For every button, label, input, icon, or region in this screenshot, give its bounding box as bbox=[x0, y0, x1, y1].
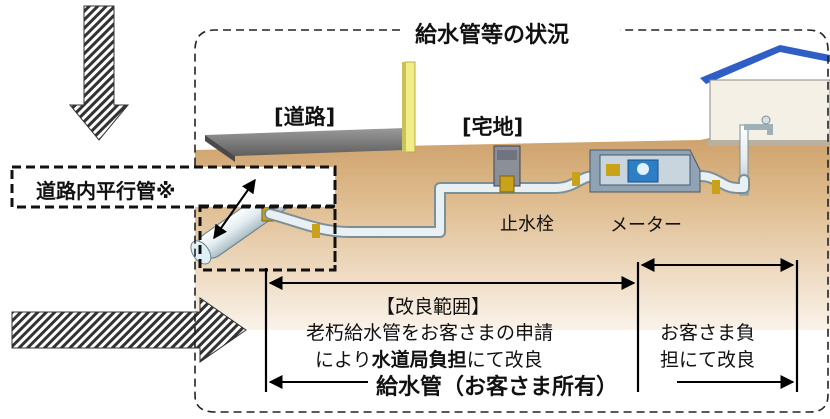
pipe-joint bbox=[572, 172, 580, 186]
road-edge bbox=[205, 135, 235, 162]
improvement-range-title: 【改良範囲】 bbox=[376, 296, 491, 318]
dashed-area-boundary bbox=[194, 29, 829, 413]
parallel-pipe-box bbox=[198, 204, 337, 272]
improvement-line2-bold: 水道局負担 bbox=[371, 349, 467, 371]
ownership-label: 給水管（お客さま所有） bbox=[376, 375, 619, 400]
improvement-range-line1: 老朽給水管をお客さまの申請 bbox=[306, 322, 554, 344]
house-roof bbox=[700, 45, 830, 84]
customer-burden-line2: 担にて改良 bbox=[660, 349, 756, 371]
right-hatched-arrow bbox=[11, 297, 247, 363]
meter-box-icon bbox=[589, 149, 701, 193]
road-surface bbox=[205, 128, 405, 156]
parallel-pipe-label: 道路内平行管※ bbox=[36, 179, 176, 203]
improvement-line2-pre: により bbox=[315, 349, 372, 371]
pipe-diameter-arrow bbox=[213, 178, 256, 240]
pipe-joint bbox=[712, 180, 720, 194]
stopcock-label: 止水栓 bbox=[500, 214, 554, 235]
house-base bbox=[708, 140, 830, 146]
boundary-wall-side bbox=[402, 62, 406, 152]
boundary-wall bbox=[404, 61, 416, 153]
improvement-line2-post: にて改良 bbox=[466, 349, 543, 371]
road-label: [道路] bbox=[274, 105, 336, 129]
lot-label: [宅地] bbox=[462, 115, 524, 139]
down-hatched-arrow bbox=[68, 5, 130, 141]
pipe-joint bbox=[312, 224, 320, 238]
faucet-icon bbox=[739, 115, 773, 196]
stopcock-icon bbox=[493, 145, 521, 193]
customer-burden-line1: お客さま負 bbox=[660, 322, 756, 344]
improvement-range-line2: により水道局負担にて改良 bbox=[315, 345, 543, 372]
diagram-title: 給水管等の状況 bbox=[411, 17, 574, 49]
meter-label: メーター bbox=[610, 215, 682, 236]
